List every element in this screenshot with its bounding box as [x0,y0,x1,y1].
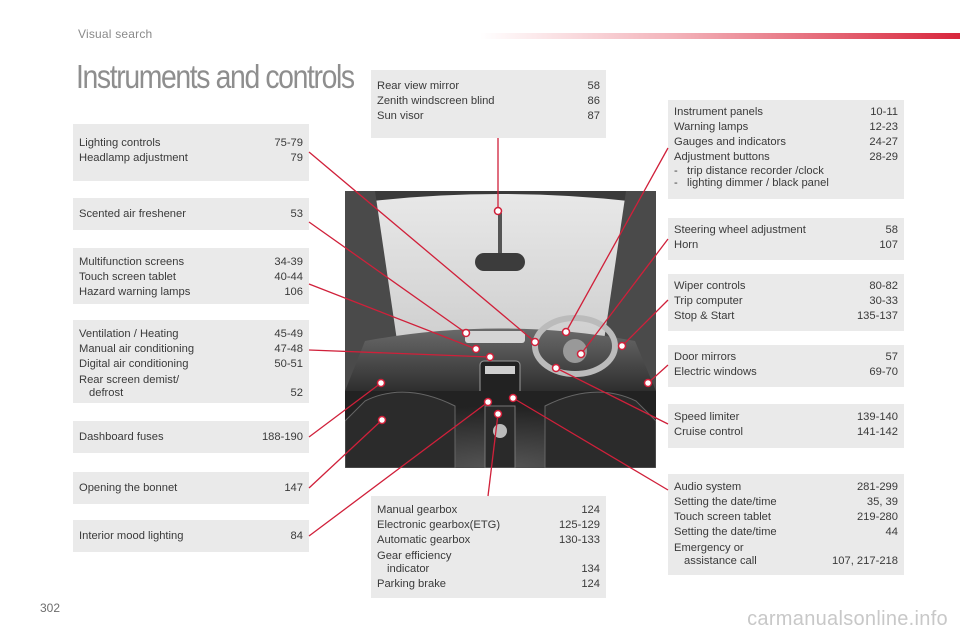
row-electronic-gearbox: Electronic gearbox(ETG)125-129 [377,519,600,531]
sub-lighting-dimmer: - lighting dimmer / black panel [674,177,829,189]
header-accent-bar [480,33,960,39]
dashboard-photo [345,191,656,468]
page-number: 302 [40,601,61,615]
dashboard-illustration [345,191,656,468]
sub-trip-distance-recorder: - trip distance recorder /clock [674,165,824,177]
page-title: Instruments and controls [76,58,355,95]
watermark: carmanualsonline.info [747,608,948,630]
section-header: Visual search [78,27,153,41]
